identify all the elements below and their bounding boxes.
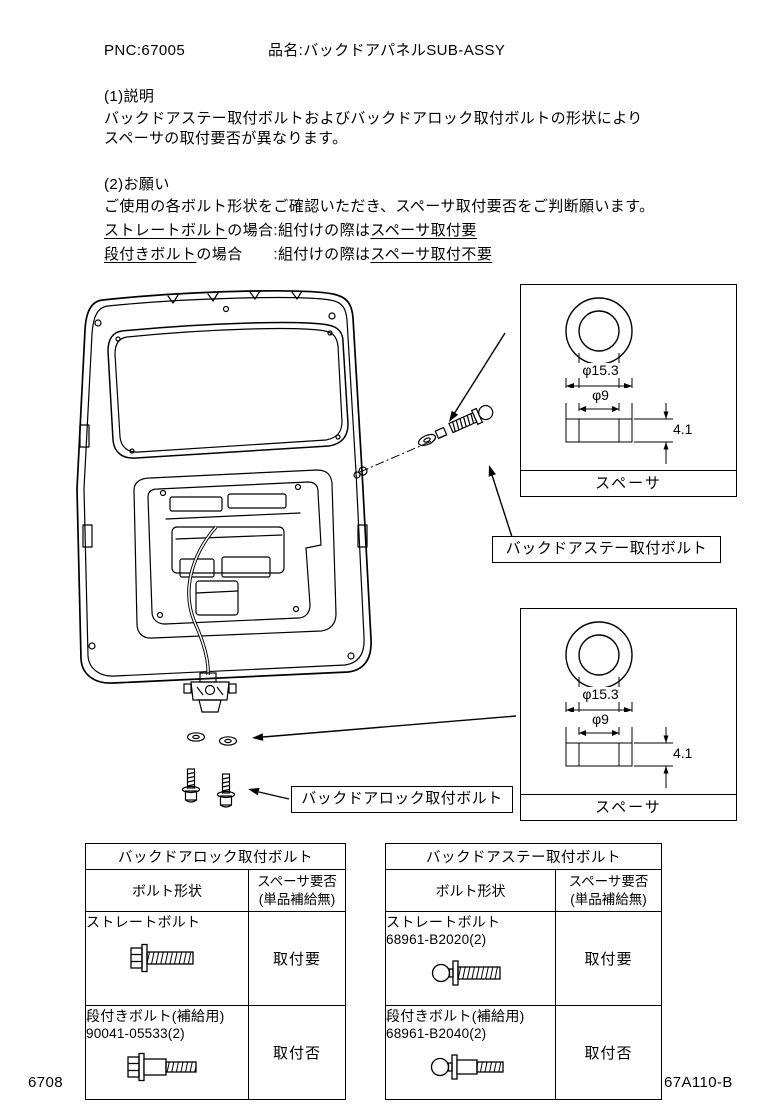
table-row: ストレートボルト 取付要 bbox=[85, 911, 346, 1006]
section1-line2: スペーサの取付要否が異なります。 bbox=[104, 130, 348, 147]
table-row: 段付きボルト(補給用) 90041-05533(2) 取付否 bbox=[85, 1005, 346, 1100]
case1-requirement: スペーサ取付要 bbox=[370, 222, 477, 239]
table-row: 段付きボルト(補給用) 68961-B2040(2) 取付否 bbox=[385, 1005, 662, 1100]
wiring-harness bbox=[187, 525, 218, 676]
ball-stepped-bolt-drawing bbox=[430, 1054, 504, 1080]
case2-requirement: スペーサ取付不要 bbox=[370, 246, 493, 263]
spacer-drawing-top bbox=[565, 297, 673, 464]
door-lock-assembly bbox=[183, 672, 237, 713]
spacer-inner-diameter: φ9 bbox=[521, 711, 680, 728]
spacer-thickness: 4.1 bbox=[671, 421, 695, 438]
spacer-outer-diameter: φ15.3 bbox=[521, 686, 680, 703]
product-name: 品名:バックドアパネルSUB-ASSY bbox=[268, 42, 506, 59]
stay-table-col-spacer: スペーサ要否 (単品補給無) bbox=[555, 869, 662, 912]
spacer-inner-diameter: φ9 bbox=[521, 387, 680, 404]
stay-table-title: バックドアステー取付ボルト bbox=[385, 843, 662, 870]
stay-table-col-shape: ボルト形状 bbox=[385, 869, 556, 912]
stay-mounting-bolt bbox=[359, 404, 494, 473]
case1-bolt-name: ストレートボルト bbox=[104, 222, 228, 239]
case-stepped-bolt: 段付きボルトの場合 :組付けの際はスペーサ取付不要 bbox=[104, 246, 492, 265]
spacer-outer-diameter: φ15.3 bbox=[521, 362, 680, 379]
pnc-code: PNC:67005 bbox=[104, 42, 186, 59]
stay-stepped-bolt-cell: 段付きボルト(補給用) 68961-B2040(2) bbox=[385, 1005, 556, 1100]
spacer-caption: スペーサ bbox=[595, 799, 662, 816]
straight-bolt-drawing bbox=[130, 943, 194, 973]
section1-title: (1)説明 bbox=[104, 88, 155, 105]
lock-stepped-result: 取付否 bbox=[248, 1005, 346, 1100]
lock-stepped-bolt-cell: 段付きボルト(補給用) 90041-05533(2) bbox=[85, 1005, 249, 1100]
section1-line1: バックドアステー取付ボルトおよびバックドアロック取付ボルトの形状により bbox=[104, 110, 643, 127]
case-straight-bolt: ストレートボルトの場合:組付けの際はスペーサ取付要 bbox=[104, 222, 477, 241]
lock-table-title: バックドアロック取付ボルト bbox=[85, 843, 346, 870]
stay-straight-bolt-cell: ストレートボルト 68961-B2020(2) bbox=[385, 911, 556, 1006]
stepped-bolt-drawing bbox=[127, 1052, 197, 1082]
spacer-detail-box-bottom: φ15.3 φ9 4.1 スペーサ bbox=[520, 608, 737, 821]
spacer-caption-divider bbox=[521, 794, 736, 795]
pointer-arrows bbox=[248, 332, 517, 800]
page-code-left: 6708 bbox=[28, 1074, 63, 1091]
table-row: ストレートボルト 68961-B2020(2) 取付要 bbox=[385, 911, 662, 1006]
ball-straight-bolt-drawing bbox=[431, 960, 501, 986]
back-door-illustration bbox=[76, 290, 517, 808]
case1-mid-text: の場合:組付けの際は bbox=[227, 222, 371, 239]
door-panel-outline bbox=[76, 290, 372, 684]
lock-table-col-shape: ボルト形状 bbox=[85, 869, 249, 912]
lock-straight-bolt-cell: ストレートボルト bbox=[85, 911, 249, 1006]
section2-title: (2)お願い bbox=[104, 176, 170, 193]
spacer-thickness: 4.1 bbox=[671, 745, 695, 762]
page-code-right: 67A110-B bbox=[664, 1074, 733, 1091]
case2-mid-text: の場合 :組付けの際は bbox=[196, 246, 371, 263]
lock-bolt-table: バックドアロック取付ボルト ボルト形状 スペーサ要否 (単品補給無) ストレート… bbox=[85, 843, 346, 1100]
stay-straight-result: 取付要 bbox=[555, 911, 662, 1006]
lock-mounting-bolts bbox=[181, 768, 236, 808]
spacer-drawing-bottom bbox=[565, 621, 673, 788]
lock-spacer-washers bbox=[186, 732, 238, 746]
stay-stepped-result: 取付否 bbox=[555, 1005, 662, 1100]
spacer-detail-box-top: φ15.3 φ9 4.1 スペーサ bbox=[520, 284, 737, 497]
lock-straight-result: 取付要 bbox=[248, 911, 346, 1006]
spacer-caption-divider bbox=[521, 470, 736, 471]
stay-bolt-callout-label: バックドアステー取付ボルト bbox=[492, 536, 721, 563]
case2-bolt-name: 段付きボルト bbox=[104, 246, 197, 263]
lock-table-col-spacer: スペーサ要否 (単品補給無) bbox=[248, 869, 346, 912]
lock-bolt-callout-label: バックドアロック取付ボルト bbox=[291, 786, 513, 813]
section2-line1: ご使用の各ボルト形状をご確認いただき、スペーサ取付要否をご判断願います。 bbox=[104, 198, 655, 215]
stay-bolt-table: バックドアステー取付ボルト ボルト形状 スペーサ要否 (単品補給無) ストレート… bbox=[385, 843, 662, 1100]
spacer-caption: スペーサ bbox=[595, 475, 662, 492]
